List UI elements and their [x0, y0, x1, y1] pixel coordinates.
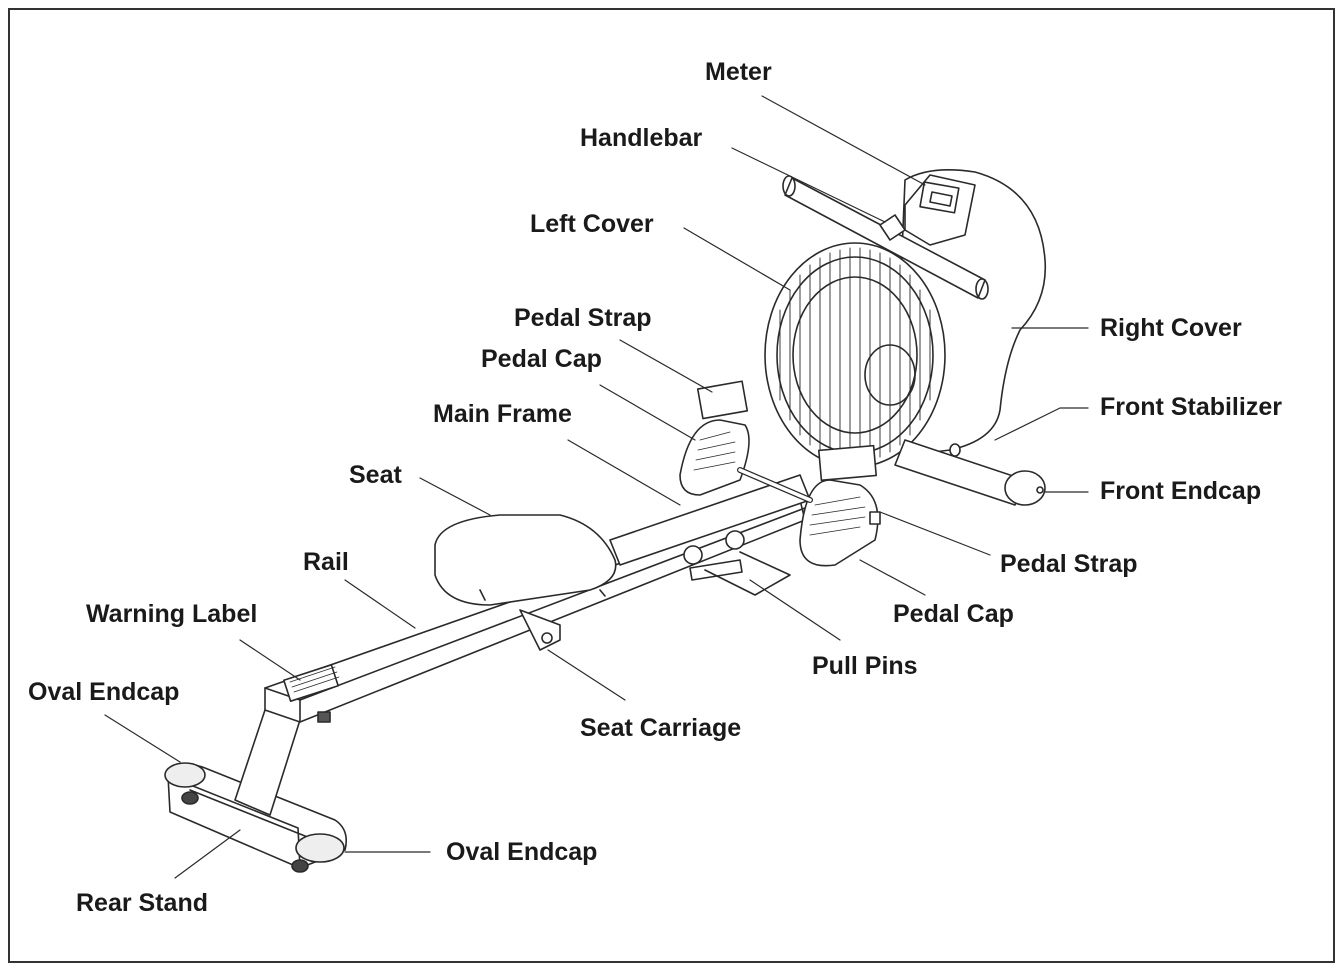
- leader-lines: [104, 95, 1089, 879]
- leader-main-frame: [567, 439, 681, 506]
- label-pedal-strap-right: Pedal Strap: [1000, 550, 1138, 578]
- oval-endcap-left-part: [164, 762, 206, 788]
- label-oval-endcap-right: Oval Endcap: [446, 838, 598, 866]
- leader-pull-pins: [749, 579, 841, 641]
- meter-part: [904, 174, 976, 246]
- label-rear-stand: Rear Stand: [76, 889, 208, 917]
- leader-left-cover: [683, 227, 791, 291]
- pedal-right-part: [799, 444, 881, 567]
- label-rail: Rail: [303, 548, 349, 576]
- handlebar-part: [782, 175, 989, 300]
- rear-post-part: [234, 709, 301, 816]
- leader-pedal-cap-left: [599, 384, 696, 441]
- label-seat: Seat: [349, 461, 402, 489]
- leader-rear-stand: [174, 829, 241, 879]
- left-cover-part: [764, 242, 946, 468]
- label-left-cover: Left Cover: [530, 210, 654, 238]
- label-handlebar: Handlebar: [580, 124, 703, 152]
- front-endcap-part: [1004, 470, 1046, 506]
- rail-part: [264, 499, 806, 723]
- pull-pins-part: [683, 530, 791, 596]
- leader-rail: [344, 579, 416, 629]
- seat-part: [434, 514, 617, 606]
- leader-handlebar: [731, 147, 886, 223]
- label-pedal-cap-left: Pedal Cap: [481, 345, 602, 373]
- seat-carriage-part: [519, 609, 561, 651]
- label-pedal-cap-right: Pedal Cap: [893, 600, 1014, 628]
- rear-stand-part: [164, 762, 348, 873]
- leader-meter: [761, 95, 926, 186]
- label-pull-pins: Pull Pins: [812, 652, 918, 680]
- label-pedal-strap-left: Pedal Strap: [514, 304, 652, 332]
- label-oval-endcap-left: Oval Endcap: [28, 678, 180, 706]
- label-right-cover: Right Cover: [1100, 314, 1242, 342]
- leader-seat: [419, 477, 491, 516]
- label-front-stabilizer: Front Stabilizer: [1100, 393, 1282, 421]
- leader-pedal-strap-left: [619, 339, 713, 393]
- label-meter: Meter: [705, 58, 772, 86]
- label-front-endcap: Front Endcap: [1100, 477, 1262, 505]
- leader-pedal-cap-right: [859, 559, 926, 596]
- label-warning-label: Warning Label: [86, 600, 258, 628]
- front-stabilizer-part: [894, 439, 1046, 506]
- oval-endcap-right-part: [295, 833, 345, 863]
- leader-oval-endcap-left: [104, 714, 181, 763]
- leader-seat-carriage: [547, 649, 626, 701]
- leader-front-stabilizer: [994, 407, 1089, 441]
- pedal-left-part: [679, 380, 750, 496]
- label-main-frame: Main Frame: [433, 400, 572, 428]
- label-seat-carriage: Seat Carriage: [580, 714, 742, 742]
- leader-warning-label: [239, 639, 301, 681]
- leader-pedal-strap-right: [879, 511, 991, 556]
